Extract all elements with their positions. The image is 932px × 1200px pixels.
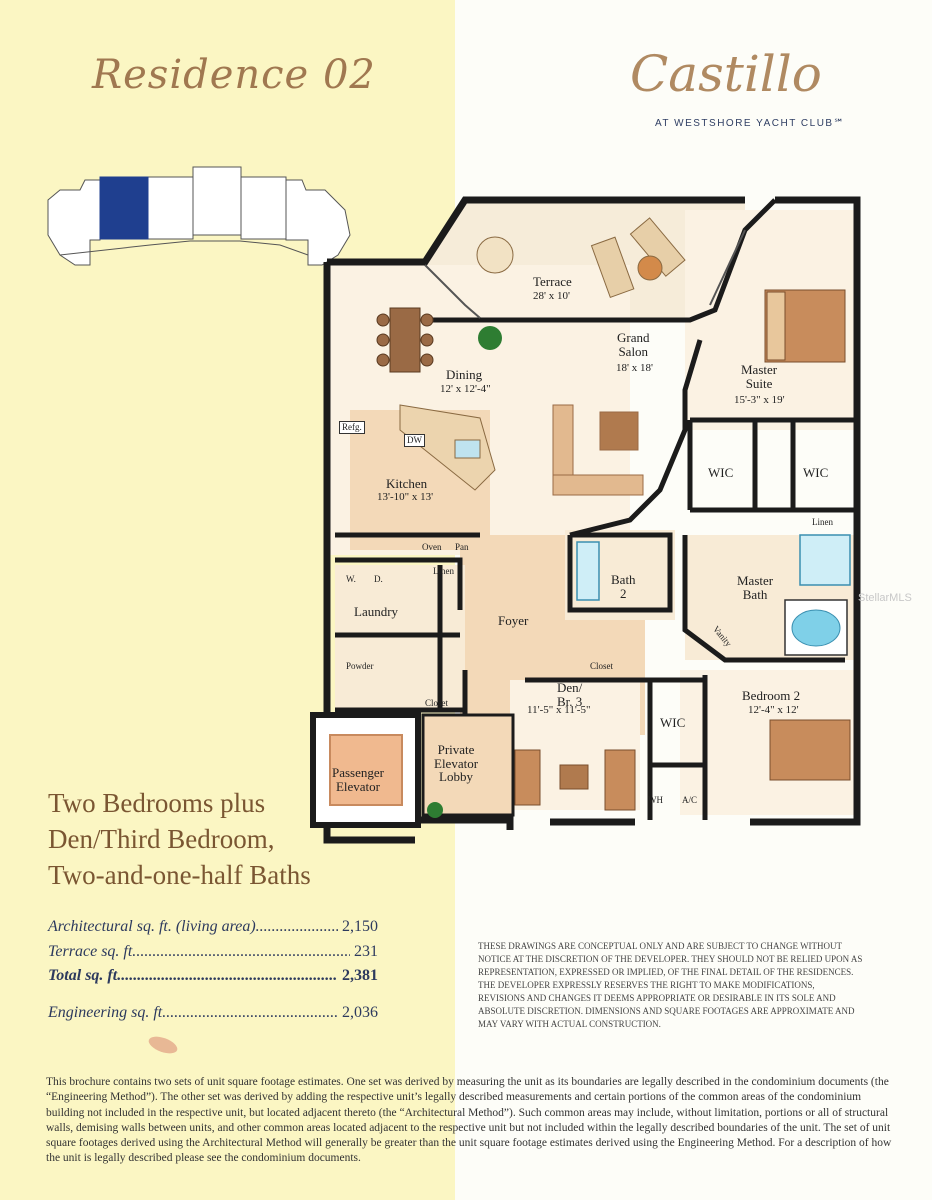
key-unit-e xyxy=(240,176,287,240)
bedroom2-dims: 12'-4" x 12' xyxy=(748,704,799,716)
grand-salon-label: Grand Salon xyxy=(617,330,650,359)
sqft-value: 2,150 xyxy=(342,918,378,935)
dining-table xyxy=(376,307,434,373)
footnote-text: This brochure contains two sets of unit … xyxy=(46,1076,892,1165)
terrace-dims: 28' x 10' xyxy=(533,290,570,302)
master-bed xyxy=(764,289,846,363)
powder-label: Powder xyxy=(346,661,374,671)
kitchen-label: Kitchen xyxy=(386,476,428,491)
linen-label-2: Linen xyxy=(433,566,454,576)
sqft-value: 2,036 xyxy=(342,1004,378,1021)
sqft-row: Terrace sq. ft. ........................… xyxy=(48,943,378,961)
floor-plan xyxy=(310,196,861,844)
pantry-label: Pan xyxy=(455,542,469,552)
foyer-label: Foyer xyxy=(498,613,529,628)
elevator-lobby-label: Private Elevator Lobby xyxy=(434,742,479,785)
ac-label: A/C xyxy=(682,795,698,805)
wic-label-1: WIC xyxy=(708,465,734,480)
master-shower xyxy=(799,534,851,586)
terrace-furniture xyxy=(476,217,686,299)
water-heater-label: WH xyxy=(648,795,663,805)
unit-headline: Two Bedrooms plus Den/Third Bedroom, Two… xyxy=(48,788,311,890)
sectional-sofa xyxy=(552,404,644,496)
floor-fills xyxy=(330,200,855,815)
leader-dots: ........................................… xyxy=(121,967,338,984)
interior-walls xyxy=(335,198,855,820)
brand-logo: Castillo xyxy=(630,45,822,103)
kitchen-dims: 13'-10" x 13' xyxy=(377,491,434,503)
key-unit-f xyxy=(285,179,351,266)
master-suite-dims: 15'-3" x 19' xyxy=(734,394,785,406)
residence-title: Residence 02 xyxy=(92,52,376,98)
leader-dots: ........................................… xyxy=(166,1004,338,1021)
sqft-label: Total sq. ft. xyxy=(48,967,122,984)
watermark: StellarMLS xyxy=(858,592,912,604)
master-bath-label: Master Bath xyxy=(737,573,774,602)
disclaimer-text: THESE DRAWINGS ARE CONCEPTUAL ONLY AND A… xyxy=(478,941,863,1029)
sqft-label: Engineering sq. ft. xyxy=(48,1004,167,1021)
sqft-value: 2,381 xyxy=(342,967,378,984)
leader-dots: ........................................… xyxy=(255,918,338,935)
brand-subtitle: AT WESTSHORE YACHT CLUB℠ xyxy=(655,118,846,129)
closet-label-2: Closet xyxy=(590,661,614,671)
bath2-label: Bath 2 xyxy=(611,572,636,601)
passenger-elevator-drawing xyxy=(310,712,421,828)
plant-lobby xyxy=(427,802,443,818)
passenger-elevator-label: Passenger Elevator xyxy=(332,765,384,794)
key-unit-d xyxy=(192,166,242,236)
den-furniture xyxy=(514,749,636,811)
washer-label: W. xyxy=(346,574,356,584)
master-tub xyxy=(784,599,848,656)
sqft-row-total: Total sq. ft. ..........................… xyxy=(48,967,378,985)
sqft-label: Terrace sq. ft. xyxy=(48,943,137,960)
sqft-label: Architectural sq. ft. (living area) xyxy=(48,918,256,935)
den-label: Den/ Br. 3 xyxy=(557,680,583,709)
dryer-label: D. xyxy=(374,574,383,584)
master-suite-label: Master Suite xyxy=(741,362,778,391)
sqft-row: Engineering sq. ft. ....................… xyxy=(48,1004,378,1022)
den-dims: 11'-5" x 11'-5" xyxy=(527,704,591,716)
leader-dots: ........................................… xyxy=(136,943,350,960)
dishwasher-label: DW xyxy=(404,434,425,448)
key-unit-a xyxy=(47,179,101,266)
refrigerator-label: Refg. xyxy=(339,421,365,435)
closet-label-1: Closet xyxy=(425,698,449,708)
key-unit-highlighted xyxy=(99,176,149,240)
linen-label-1: Linen xyxy=(812,517,833,527)
sqft-row: Architectural sq. ft. (living area) ....… xyxy=(48,918,378,936)
wic-label-3: WIC xyxy=(660,715,686,730)
grand-salon-dims: 18' x 18' xyxy=(616,362,653,374)
terrace-glazing xyxy=(424,229,746,319)
dining-dims: 12' x 12'-4" xyxy=(440,383,491,395)
bedroom2-bed xyxy=(769,719,851,781)
outer-walls xyxy=(323,196,861,844)
plant-dining xyxy=(478,326,502,350)
building-key-plan xyxy=(47,166,351,266)
sqft-value: 231 xyxy=(354,943,378,960)
laundry-label: Laundry xyxy=(354,604,399,619)
elevator-lobby-floor xyxy=(421,713,515,817)
oven-label: Oven xyxy=(422,542,442,552)
key-unit-c xyxy=(147,176,194,240)
dining-label: Dining xyxy=(446,367,483,382)
bath2-tub xyxy=(576,541,600,601)
terrace-label: Terrace xyxy=(533,274,572,289)
bedroom2-label: Bedroom 2 xyxy=(742,688,801,703)
wic-label-2: WIC xyxy=(803,465,829,480)
kitchen-island xyxy=(399,404,496,491)
